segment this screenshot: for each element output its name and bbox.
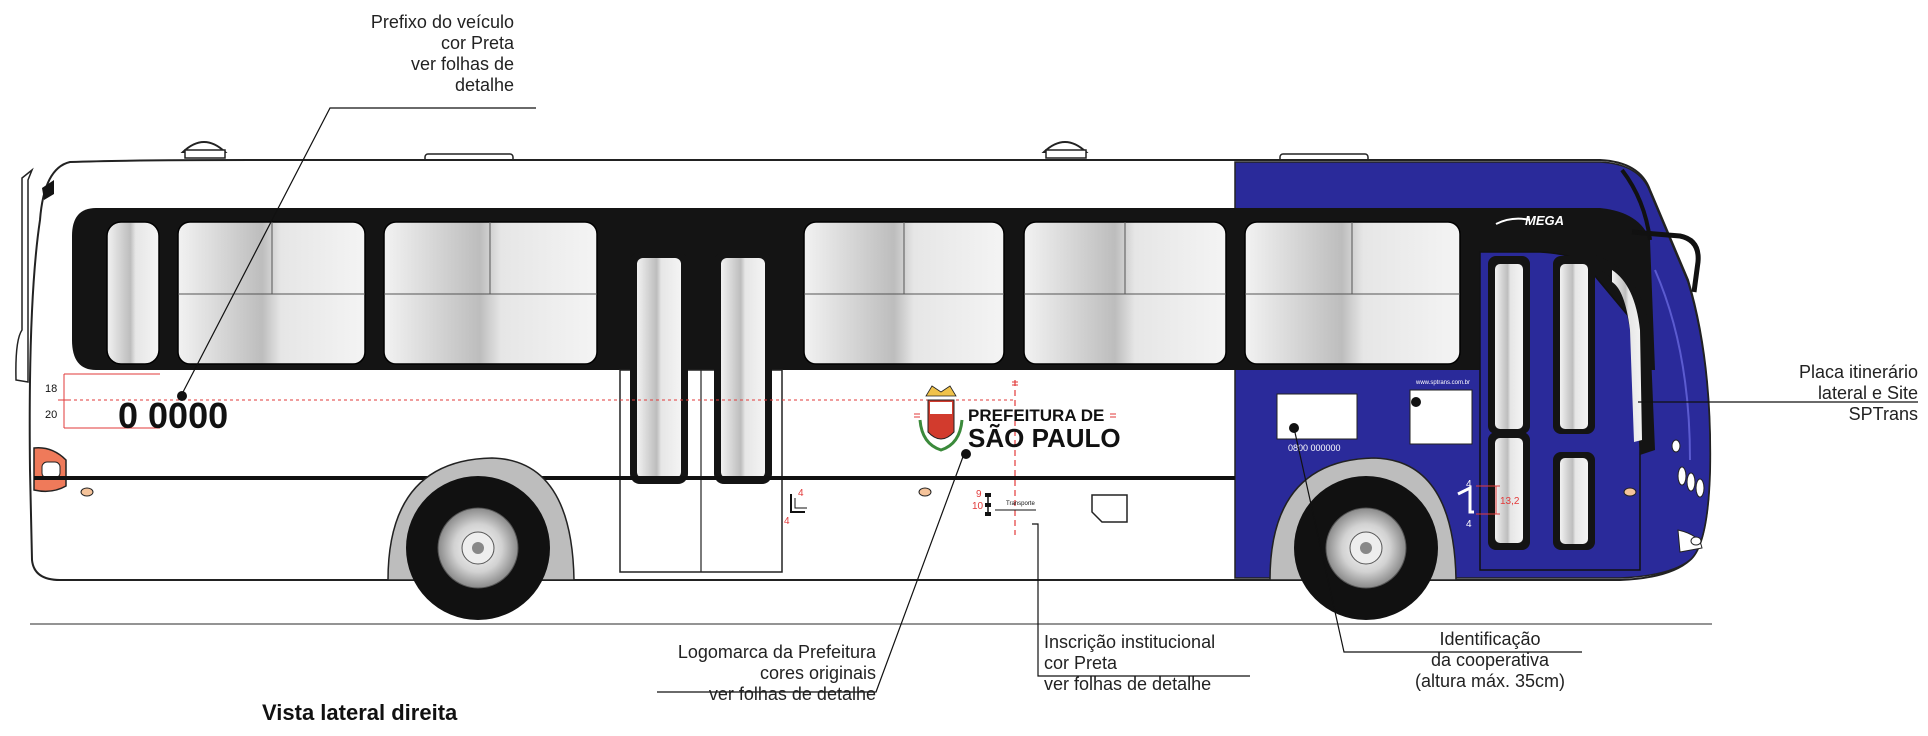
step-mark-middle [790,494,807,513]
step-mark-front [1457,485,1500,515]
annotation-line: Logomarca da Prefeitura [677,642,876,662]
dim-4d-label: 4 [1466,519,1472,530]
rear-end [15,167,67,493]
annotation-line: cor Preta [440,33,514,53]
annotation-line: Placa itinerário [1798,362,1918,382]
fleet-number: 0 0000 [118,395,228,436]
dim-13-label: 13,2 [1500,496,1520,507]
annotation-cooperative: Identificação da cooperativa (altura máx… [1390,629,1590,692]
annotation-line: ver folhas de detalhe [708,684,876,704]
view-title: Vista lateral direita [262,700,458,725]
institutional-inscription [985,493,1036,516]
annotation-institutional: Inscrição institucional cor Preta ver fo… [1044,632,1264,695]
logo-text-line2: SÃO PAULO [968,423,1121,453]
rear-wheel [406,476,550,620]
dim-20-label: 20 [45,409,57,421]
front-wheel [1294,476,1438,620]
dim-9-label: 9 [976,489,982,500]
front-lights [1671,439,1705,553]
annotation-line: da cooperativa [1430,650,1550,670]
dim-4a-label: 4 [798,488,804,499]
website-text: www.sptrans.com.br [1415,380,1470,386]
annotation-city-logo: Logomarca da Prefeitura cores originais … [610,642,876,705]
city-hall-logo [918,385,964,452]
leader-dots [177,391,1421,459]
brand-logo: MEGA [1525,213,1564,228]
logo-text-line1: PREFEITURA DE [968,406,1104,425]
dim-4b-label: 4 [784,516,790,527]
institutional-small-text: Transporte [1006,501,1035,507]
annotation-line: lateral e Site [1817,383,1918,403]
annotation-vehicle-prefix: Prefixo do veículo cor Preta ver folhas … [336,12,514,96]
cooperative-plate [1276,393,1358,440]
annotation-line: Prefixo do veículo [370,12,514,32]
leader-lines [181,107,1918,693]
side-markers [80,487,1637,523]
brand-swoosh [1495,217,1531,225]
cooperative-number: 0800 000000 [1288,443,1341,453]
route-plate [1409,389,1473,445]
side-windows [106,221,1461,365]
middle-door [619,252,783,573]
annotation-line: cores originais [759,663,876,683]
dim-left-marks [58,373,160,429]
dim-18-label: 18 [45,383,57,395]
annotation-line: ver folhas de detalhe [1044,674,1212,694]
annotation-route-plate: Placa itinerário lateral e Site SPTrans [1736,362,1918,425]
annotation-line: (altura máx. 35cm) [1414,671,1566,691]
annotation-line: detalhe [454,75,514,95]
annotation-line: Inscrição institucional [1044,632,1216,652]
annotation-line: SPTrans [1848,404,1918,424]
annotation-line: cor Preta [1044,653,1118,673]
windshield-mirror [1620,168,1701,461]
logo-dim-marks [914,381,1116,418]
annotation-line: Identificação [1439,629,1541,649]
annotation-line: ver folhas de [410,54,514,74]
dim-4c-label: 4 [1466,479,1472,490]
dim-10-label: 10 [972,501,984,512]
front-door [1479,251,1655,571]
